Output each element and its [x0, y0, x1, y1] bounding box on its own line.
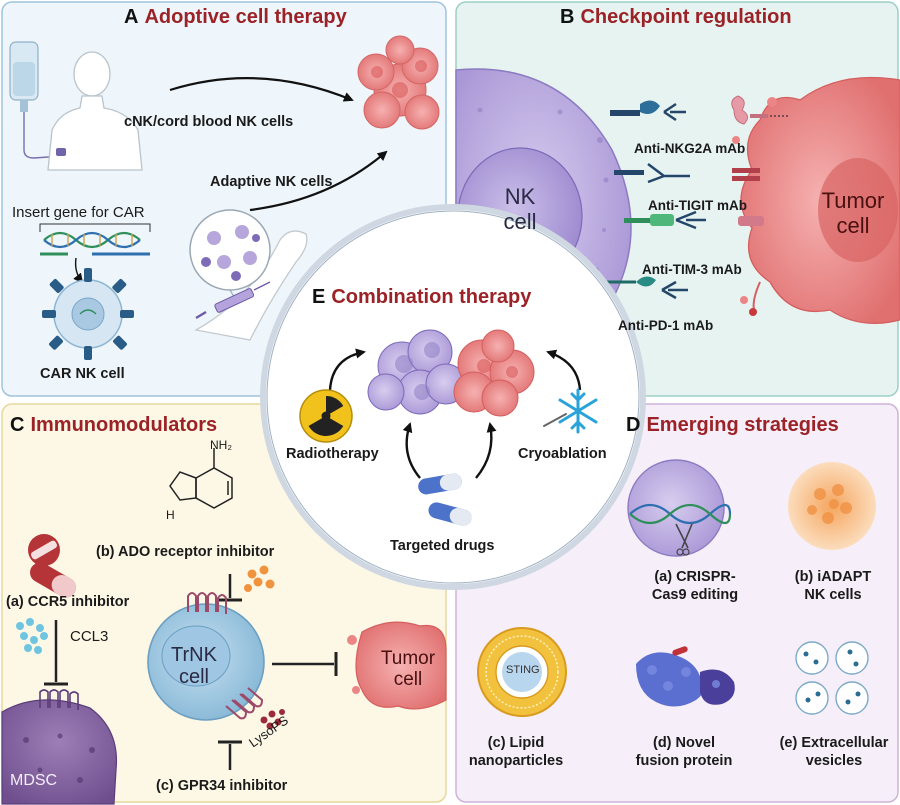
- label-gpr34-inhibitor: (c) GPR34 inhibitor: [156, 778, 288, 794]
- label-ccr5-inhibitor: (a) CCR5 inhibitor: [6, 594, 130, 610]
- label-radiotherapy: Radiotherapy: [286, 446, 379, 462]
- arrow-cryo: [546, 349, 582, 391]
- label-iadapt: (b) iADAPT NK cells: [794, 569, 872, 603]
- ccr5-inhibition-line: [44, 620, 68, 686]
- label-tumor-cell-b: Tumor cell: [821, 188, 885, 238]
- panel-d-letter: D: [626, 414, 641, 436]
- label-sting: STING: [506, 664, 540, 676]
- crispr-cell-icon: [627, 459, 732, 557]
- label-anti-tigit: Anti-TIGIT mAb: [648, 198, 747, 213]
- trnk-tumor-inhibition-line: [272, 652, 338, 676]
- label-targeted-drugs: Targeted drugs: [390, 538, 495, 554]
- ado-inhibition-line: [218, 574, 242, 602]
- label-insert-gene: Insert gene for CAR: [12, 204, 145, 221]
- tumor-cell-icon: [732, 76, 900, 324]
- label-tumor-cell-c: Tumor cell: [380, 648, 436, 690]
- label-ccl3: CCL3: [70, 628, 109, 645]
- pill-icon: [28, 534, 60, 566]
- panel-e-title: Combination therapy: [331, 286, 532, 308]
- label-nh2: NH₂: [210, 438, 232, 452]
- arm-injection-icon: [189, 209, 308, 341]
- panel-c-title: Immunomodulators: [30, 414, 218, 436]
- receptor-tim3: [624, 210, 764, 230]
- label-nh: H: [166, 508, 175, 522]
- human-silhouette-icon: [47, 51, 143, 171]
- gpcr-receptor-ado: [187, 592, 227, 614]
- arrow-radio: [328, 348, 366, 391]
- label-anti-tim3: Anti-TIM-3 mAb: [642, 262, 742, 277]
- panel-e-letter: E: [312, 286, 326, 308]
- arrow-adaptive-to-tumor: [249, 150, 388, 212]
- label-adaptive-nk: Adaptive NK cells: [210, 174, 333, 190]
- lysops-dots-icon: [260, 709, 285, 730]
- label-crispr: (a) CRISPR-Cas9 editing: [651, 569, 739, 603]
- panel-d-title: Emerging strategies: [646, 414, 839, 436]
- gpcr-receptor-gpr34: [225, 687, 264, 720]
- iv-bag-icon: [9, 41, 63, 159]
- tumor-cluster-icon: [357, 35, 440, 130]
- arrow-drugs-right: [475, 422, 497, 479]
- car-nk-cell-icon: [42, 268, 134, 360]
- label-cnk-cells: cNK/cord blood NK cells: [124, 114, 294, 130]
- adenosine-structure-icon: [169, 448, 233, 509]
- extracellular-vesicle-icon: [795, 641, 869, 715]
- arrow-drugs-left: [402, 422, 421, 479]
- panel-a-letter: A: [124, 6, 139, 28]
- label-nk-cell: NK cell: [503, 184, 537, 234]
- snowflake-icon: [543, 388, 598, 434]
- capsule-icon: [30, 562, 76, 598]
- iadapt-cell-icon: [788, 462, 876, 550]
- ccl3-dots-icon: [16, 618, 48, 654]
- panel-b-letter: B: [560, 6, 575, 28]
- gpr34-inhibition-line: [218, 740, 242, 770]
- panel-a-title: Adoptive cell therapy: [144, 6, 347, 28]
- tumor-cluster-e-icon: [453, 329, 535, 417]
- receptor-nkg2a: [610, 100, 686, 122]
- syringe-icon: [195, 281, 271, 320]
- label-lipid-nanoparticles: (c) Lipid nanoparticles: [468, 735, 564, 769]
- label-ado-inhibitor: (b) ADO receptor inhibitor: [96, 544, 275, 560]
- panel-c-letter: C: [10, 414, 25, 436]
- mdsc-cell-icon: [1, 689, 118, 805]
- adenosine-dots-icon: [244, 565, 275, 592]
- label-anti-pd1: Anti-PD-1 mAb: [618, 318, 714, 333]
- trnk-cell-icon: [147, 603, 265, 721]
- fusion-protein-icon: [636, 646, 735, 707]
- label-cryoablation: Cryoablation: [518, 446, 607, 462]
- radiation-icon: [299, 389, 353, 443]
- label-mdsc: MDSC: [10, 772, 58, 789]
- arrow-to-tumor: [169, 77, 354, 102]
- ligand-hla-e: [731, 95, 790, 125]
- lipid-nanoparticle-icon: [477, 627, 567, 717]
- label-car-nk-cell: CAR NK cell: [40, 366, 125, 382]
- label-extracellular-vesicles: (e) Extracellular vesicles: [779, 735, 889, 769]
- panel-b-title: Checkpoint regulation: [580, 6, 792, 28]
- receptor-tigit: [614, 163, 760, 184]
- label-anti-nkg2a: Anti-NKG2A mAb: [634, 141, 746, 156]
- label-fusion-protein: (d) Novel fusion protein: [635, 735, 733, 769]
- tumor-cell-c-icon: [347, 621, 447, 710]
- label-trnk-cell: TrNK cell: [171, 644, 217, 688]
- capsule-drugs-icon: [418, 473, 472, 526]
